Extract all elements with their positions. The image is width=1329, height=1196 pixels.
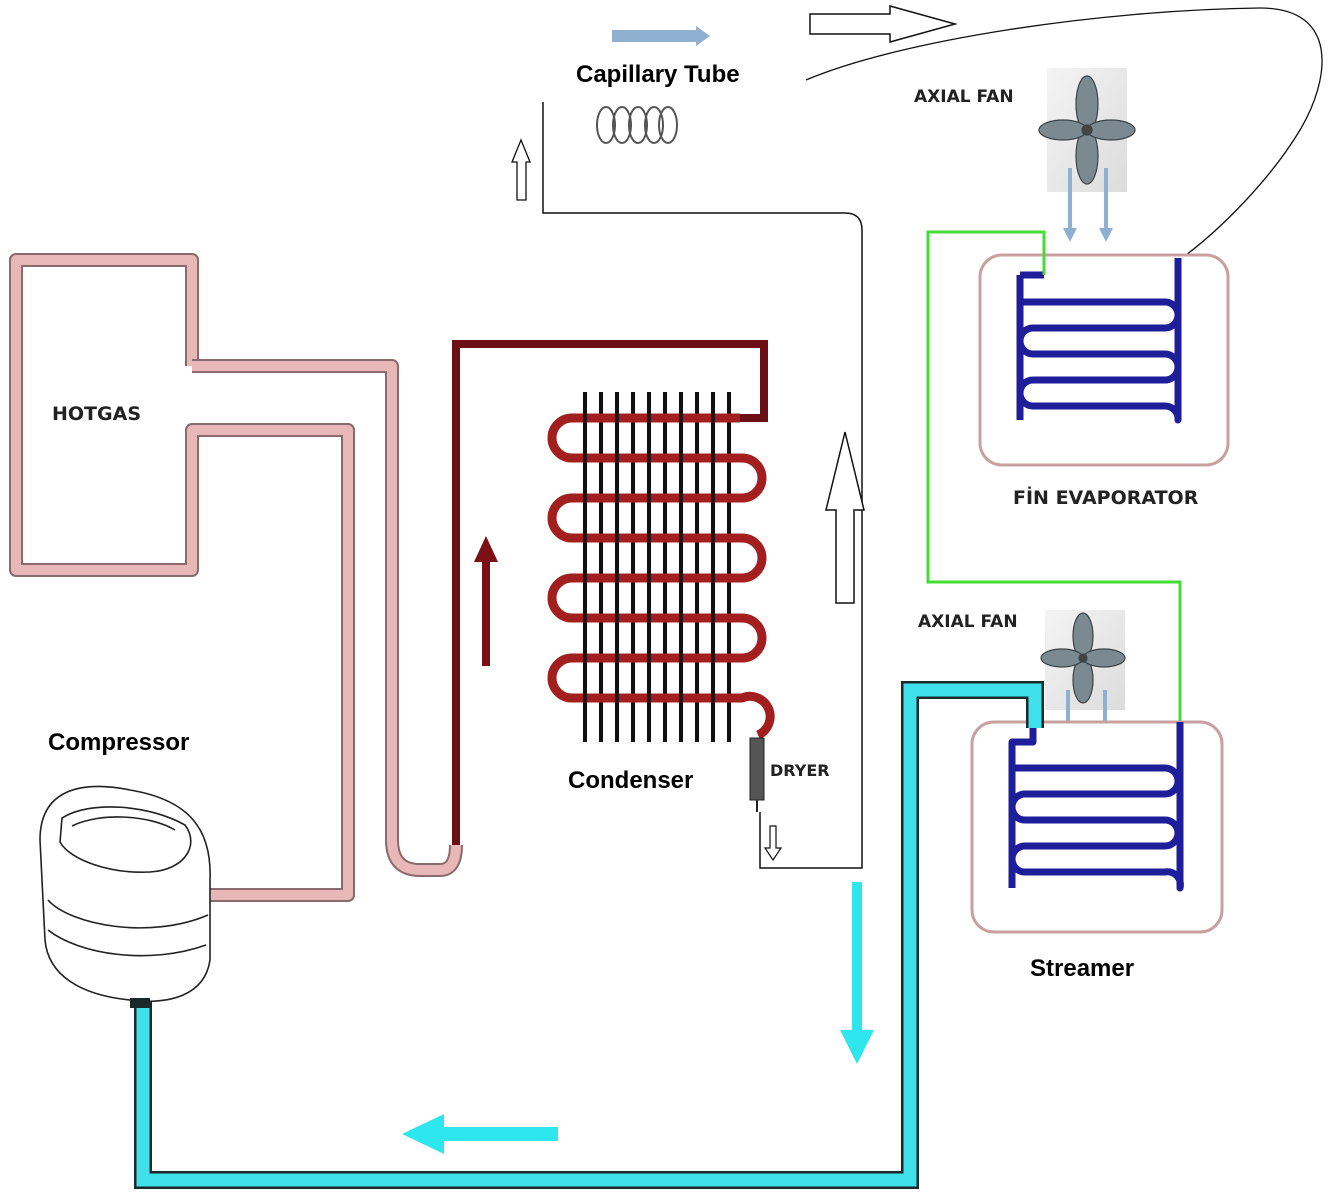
capillary-coil-icon (596, 106, 678, 144)
streamer-coil (1008, 722, 1184, 892)
axial-fan-icon (1038, 68, 1136, 242)
streamer-label: Streamer (1030, 955, 1134, 982)
cap-arrow-shaft (612, 30, 696, 42)
liquid-line (542, 100, 863, 869)
green-link-pipe (926, 230, 1182, 722)
condenser-coil (547, 413, 775, 740)
capillary-line (805, 7, 1323, 259)
condenser-fins-front (583, 392, 715, 742)
condenser-label: Condenser (568, 767, 693, 794)
flow-arrow-up-hollow (825, 431, 865, 604)
capillary-tube-label: Capillary Tube (576, 61, 740, 88)
compressor-icon (39, 785, 211, 1008)
dryer: DRYER (542, 100, 863, 869)
streamer-housing (970, 720, 1224, 934)
hotgas-pipe-fill (11, 255, 353, 900)
axial-fan-icon (1040, 610, 1126, 738)
hotgas-return-pipe (192, 359, 463, 877)
flow-arrow-right-hollow (809, 5, 958, 43)
axial-fan-bottom-label: AXIAL FAN (918, 612, 1018, 632)
suction-line (134, 681, 1044, 1189)
fin-evaporator: AXIAL FAN FİN EVAPORATOR (914, 68, 1230, 509)
evaporator-housing (978, 253, 1230, 467)
compressor: Compressor (39, 729, 211, 1008)
hotgas-loop: HOTGAS (9, 253, 463, 902)
dryer-filter-icon (749, 737, 765, 801)
condenser-inlet-pipe (452, 340, 768, 845)
axial-fan-top-label: AXIAL FAN (914, 87, 1014, 107)
compressor-label: Compressor (48, 729, 189, 756)
fin-evaporator-label: FİN EVAPORATOR (1013, 485, 1199, 509)
hotgas-label: HOTGAS (52, 403, 141, 425)
streamer: AXIAL FAN Streamer (918, 610, 1224, 982)
flow-arrow-up-red (474, 536, 498, 666)
flow-arrow-up-small (511, 138, 531, 201)
condenser-fins (583, 392, 731, 742)
evaporator-coil (1016, 258, 1182, 424)
dryer-label: DRYER (770, 761, 830, 780)
condenser: Condenser (452, 340, 775, 845)
capillary-tube: Capillary Tube (540, 5, 1323, 259)
flow-arrow-down-small (763, 825, 783, 862)
flow-arrow-down-cyan (840, 882, 874, 1064)
flow-arrow-left-cyan (402, 1114, 558, 1154)
